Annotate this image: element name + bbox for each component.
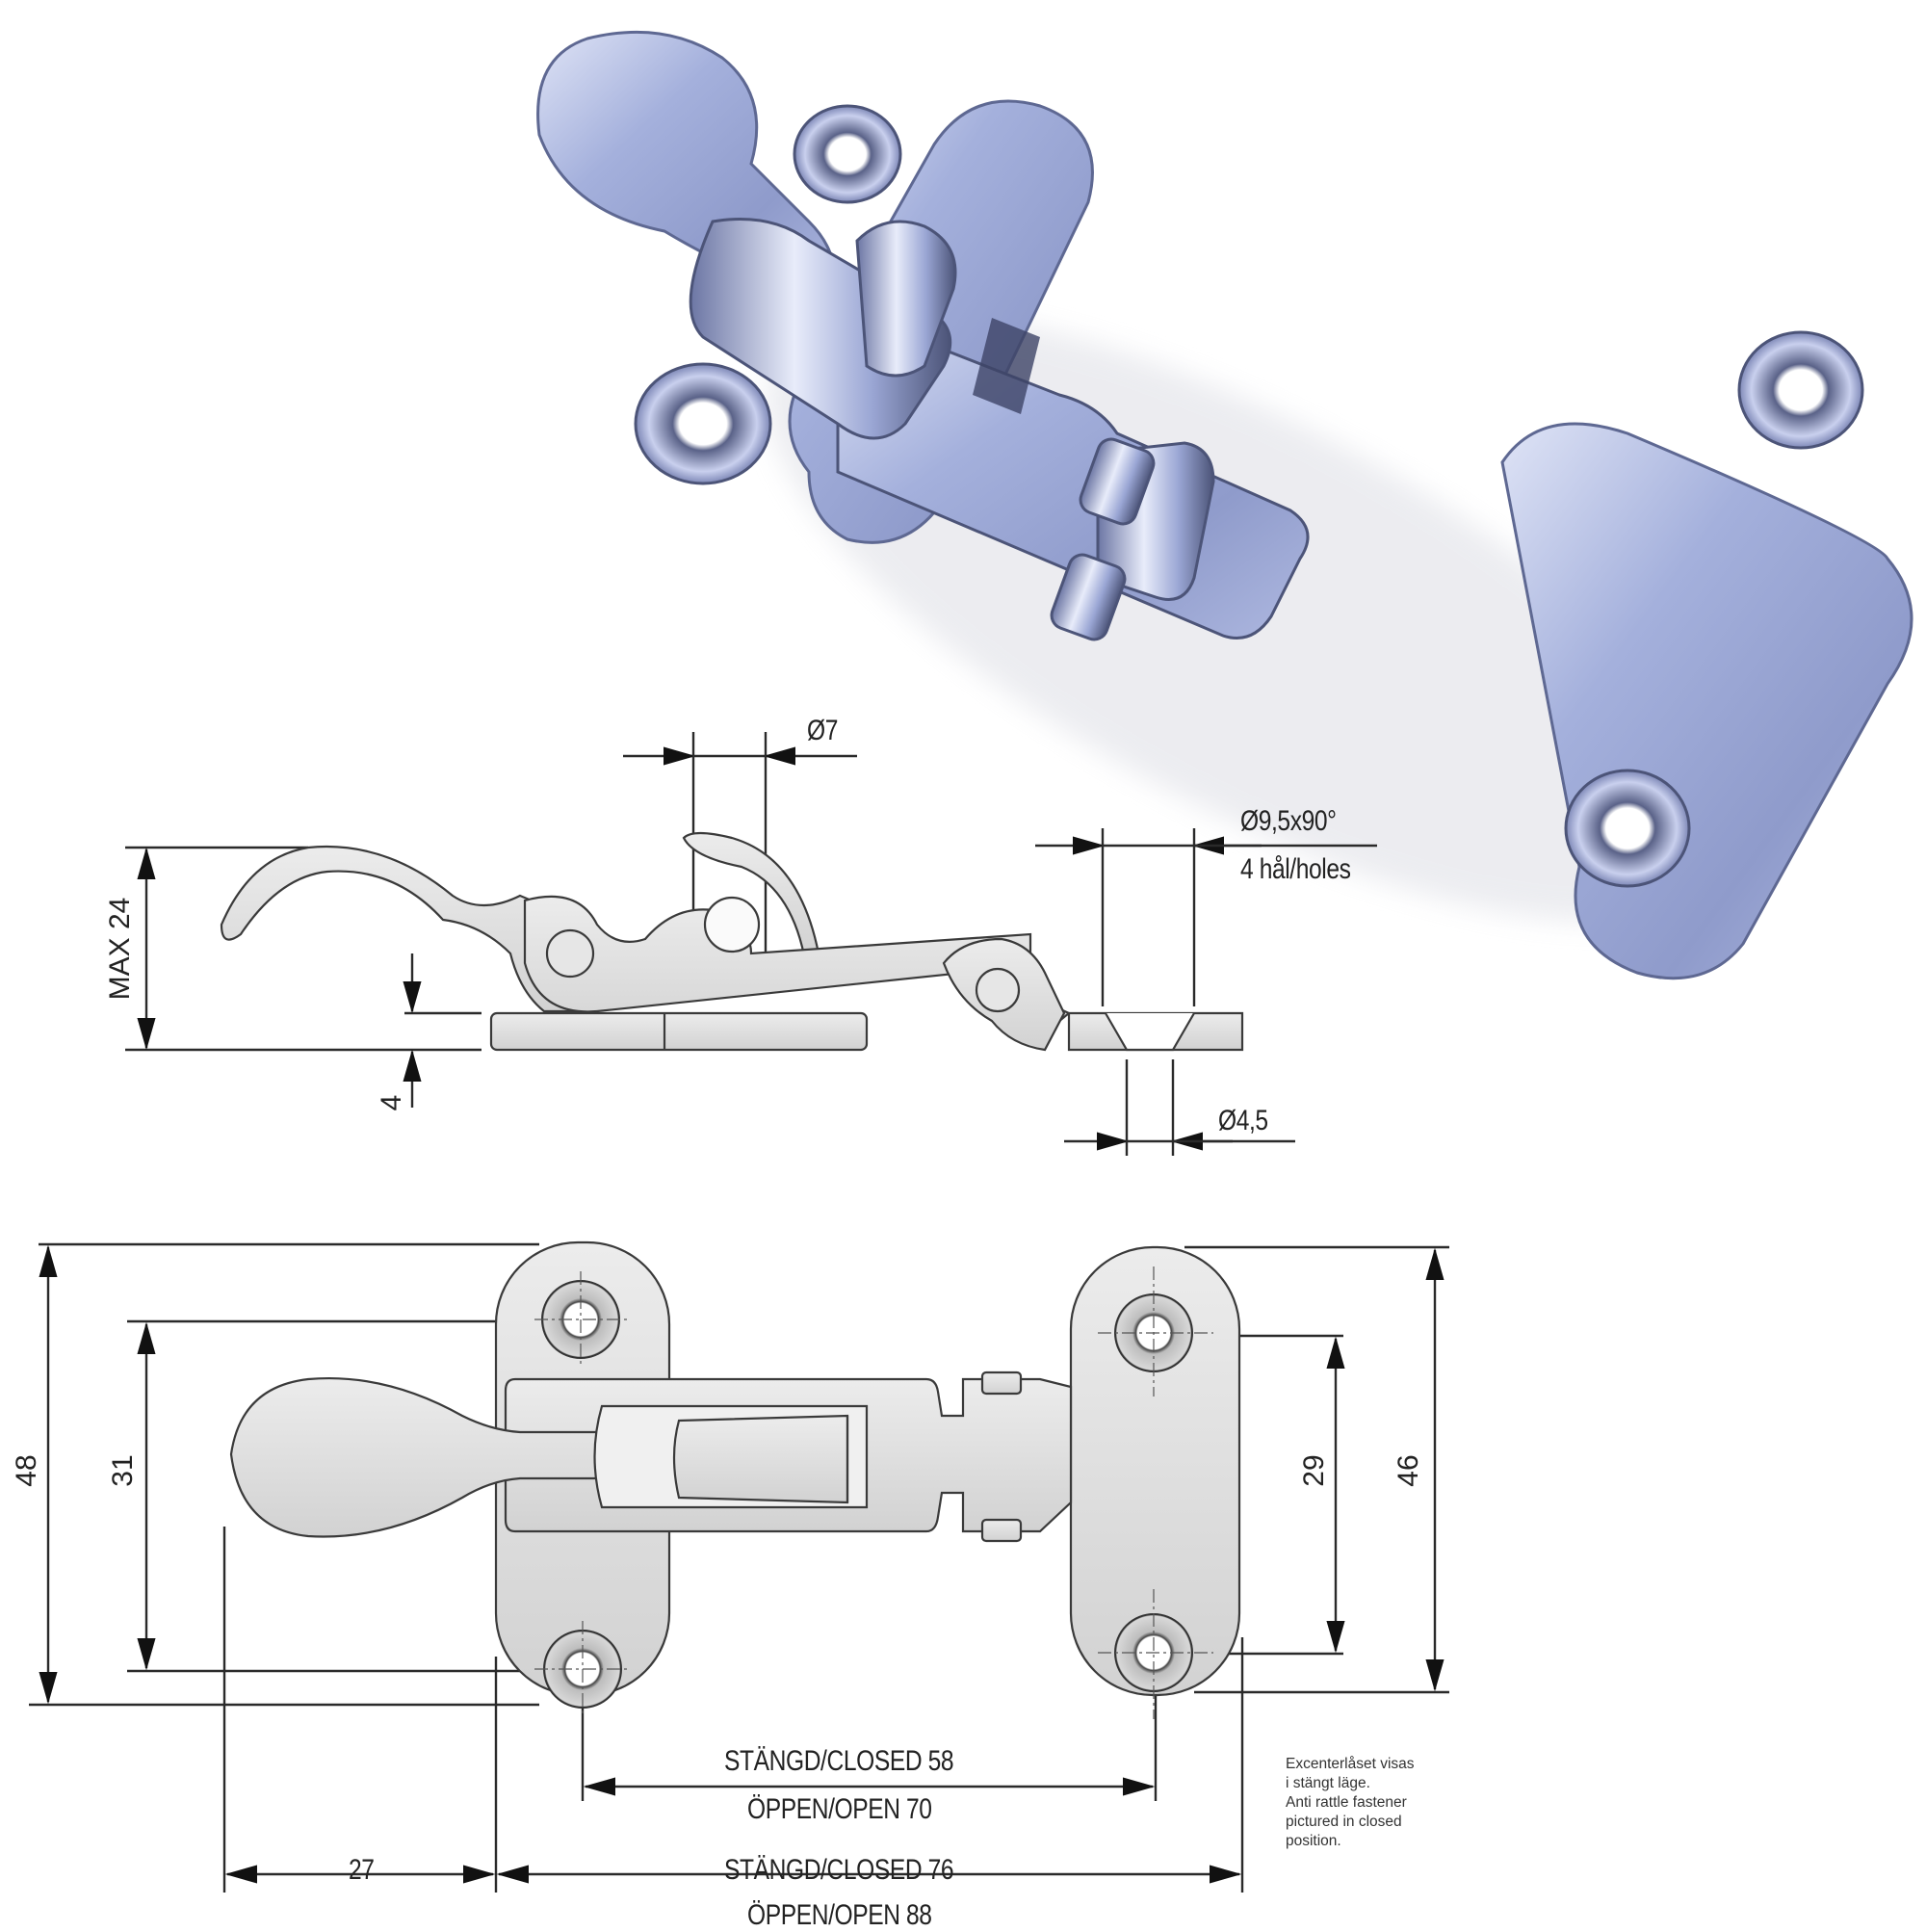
- note-swedish: Excenterlåset visas i stängt läge.: [1286, 1756, 1415, 1791]
- overall-height-label: 48: [11, 1454, 42, 1487]
- handle-offset-label: 27: [349, 1854, 375, 1886]
- overall-closed-label: STÄNGD/CLOSED 76: [724, 1854, 954, 1886]
- left-hole-spacing-label: 31: [107, 1454, 139, 1487]
- product-photo: [520, 19, 1926, 982]
- right-hole-spacing-label: 29: [1298, 1454, 1330, 1487]
- holes-count-label: 4 hål/holes: [1240, 853, 1351, 885]
- base-thickness-label: 4: [376, 1094, 407, 1111]
- countersink-label: Ø9,5x90°: [1240, 805, 1337, 837]
- max-height-label: MAX 24: [104, 897, 136, 1001]
- overall-open-label: ÖPPEN/OPEN 88: [747, 1899, 932, 1931]
- note-english: Anti rattle fastener pictured in closed …: [1286, 1794, 1407, 1849]
- latch-photo-illustration: [536, 30, 1913, 980]
- screw-hole-label: Ø4,5: [1218, 1105, 1268, 1136]
- hole-diameter-label: Ø7: [807, 715, 839, 746]
- right-plate-height-label: 46: [1392, 1454, 1424, 1487]
- hole-center-closed-label: STÄNGD/CLOSED 58: [724, 1745, 954, 1777]
- mounting-holes: [541, 1280, 1193, 1709]
- hole-center-open-label: ÖPPEN/OPEN 70: [747, 1793, 932, 1825]
